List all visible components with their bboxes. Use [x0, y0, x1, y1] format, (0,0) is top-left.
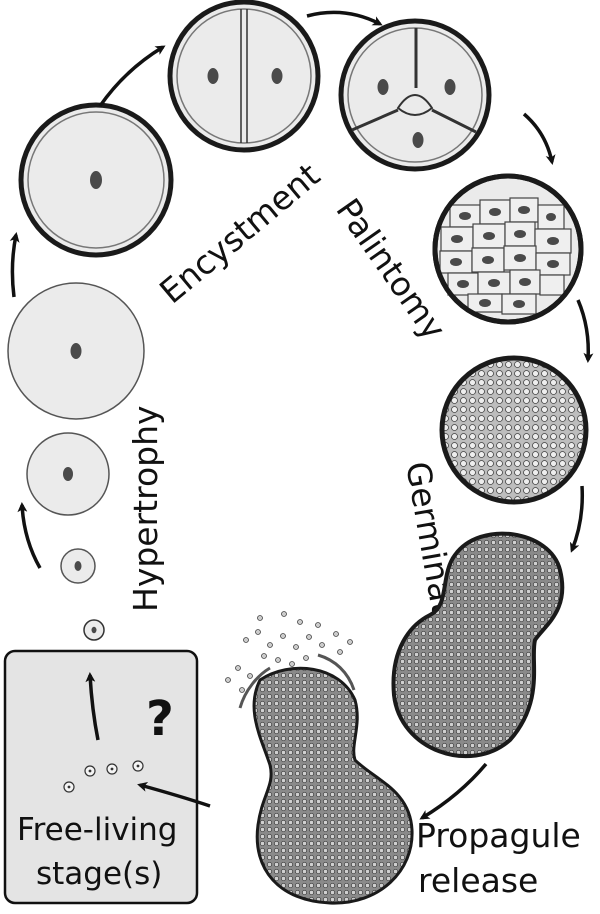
germination-to-release-arrow: [419, 762, 488, 820]
hypertrophy-arrow-lower: [17, 502, 42, 569]
question-mark: ?: [146, 691, 174, 747]
palintomy-label: Palintomy: [328, 191, 453, 347]
propagule-label-line2: release: [418, 861, 538, 900]
encystment-label: Encystment: [152, 155, 327, 311]
two-cell-division: [167, 0, 321, 153]
encystment-to-division-arrow: [98, 45, 166, 107]
four-to-many-cell-arrow: [522, 112, 556, 165]
hypertrophy-cell-small: [60, 548, 96, 584]
hypertrophy-cell-medium: [26, 432, 110, 516]
propagule-to-free-living-arrow: [137, 782, 211, 808]
four-cell-division: [338, 18, 492, 172]
free-living-label-line1: Free-living: [17, 812, 177, 848]
encysted-cell: [18, 102, 174, 258]
mature-cyst: [439, 355, 589, 505]
free-living-cells: [63, 760, 144, 793]
releasing-cyst: [225, 611, 414, 905]
free-living-box: [3, 649, 199, 905]
free-living-label-line2: stage(s): [36, 856, 162, 892]
many-cell-to-mature-arrow: [576, 299, 594, 363]
multi-cell-division: [432, 173, 584, 325]
mature-to-germination-arrow: [569, 485, 585, 553]
hypertrophy-cell-large: [7, 282, 145, 420]
hypertrophy-label: Hypertrophy: [126, 405, 165, 612]
hypertrophy-arrow-upper: [9, 232, 20, 298]
two-to-four-cell-arrow: [306, 10, 383, 26]
germinating-cyst: [391, 531, 565, 759]
propagule-label-line1: Propagule: [416, 816, 581, 855]
free-living-up-arrow: [85, 672, 100, 741]
hypertrophy-cell-tiny: [83, 619, 105, 641]
